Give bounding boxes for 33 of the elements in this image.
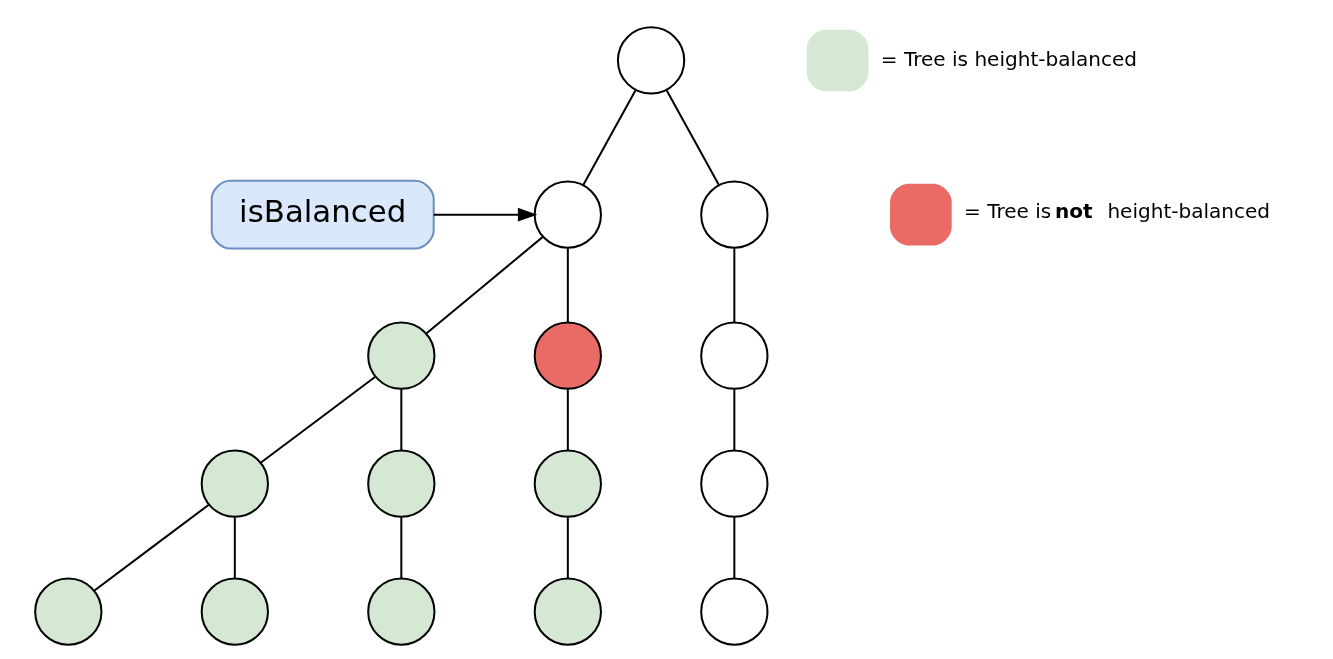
connector <box>733 516 736 580</box>
node-circle <box>367 449 436 518</box>
connector <box>93 503 210 592</box>
node-circle <box>616 26 686 95</box>
node-circle <box>367 321 436 390</box>
legend-label: = Tree is height-balanced <box>880 46 1138 71</box>
connector <box>733 388 736 452</box>
node-circle <box>34 577 103 646</box>
connector <box>233 516 236 580</box>
connector <box>400 516 403 580</box>
connector <box>566 247 569 324</box>
connector <box>425 236 544 335</box>
node-box: isBalanced <box>210 179 435 250</box>
legend-label: = Tree is not height-balanced <box>964 199 1271 224</box>
node-circle <box>533 577 602 646</box>
node-circle <box>700 449 769 518</box>
node-circle <box>700 180 769 249</box>
node-circle <box>200 577 269 646</box>
node-circle <box>200 449 269 518</box>
node-circle <box>367 577 436 646</box>
node-circle <box>533 321 602 390</box>
connector <box>259 375 377 464</box>
node-circle <box>700 321 769 390</box>
connector <box>400 388 403 452</box>
connector <box>566 388 569 452</box>
node-circle <box>700 577 769 646</box>
connector <box>665 89 720 186</box>
arrow <box>432 207 538 222</box>
connector <box>733 247 736 324</box>
node-circle <box>533 449 602 518</box>
node-circle <box>533 180 602 249</box>
connector <box>582 89 637 186</box>
connector <box>566 516 569 580</box>
